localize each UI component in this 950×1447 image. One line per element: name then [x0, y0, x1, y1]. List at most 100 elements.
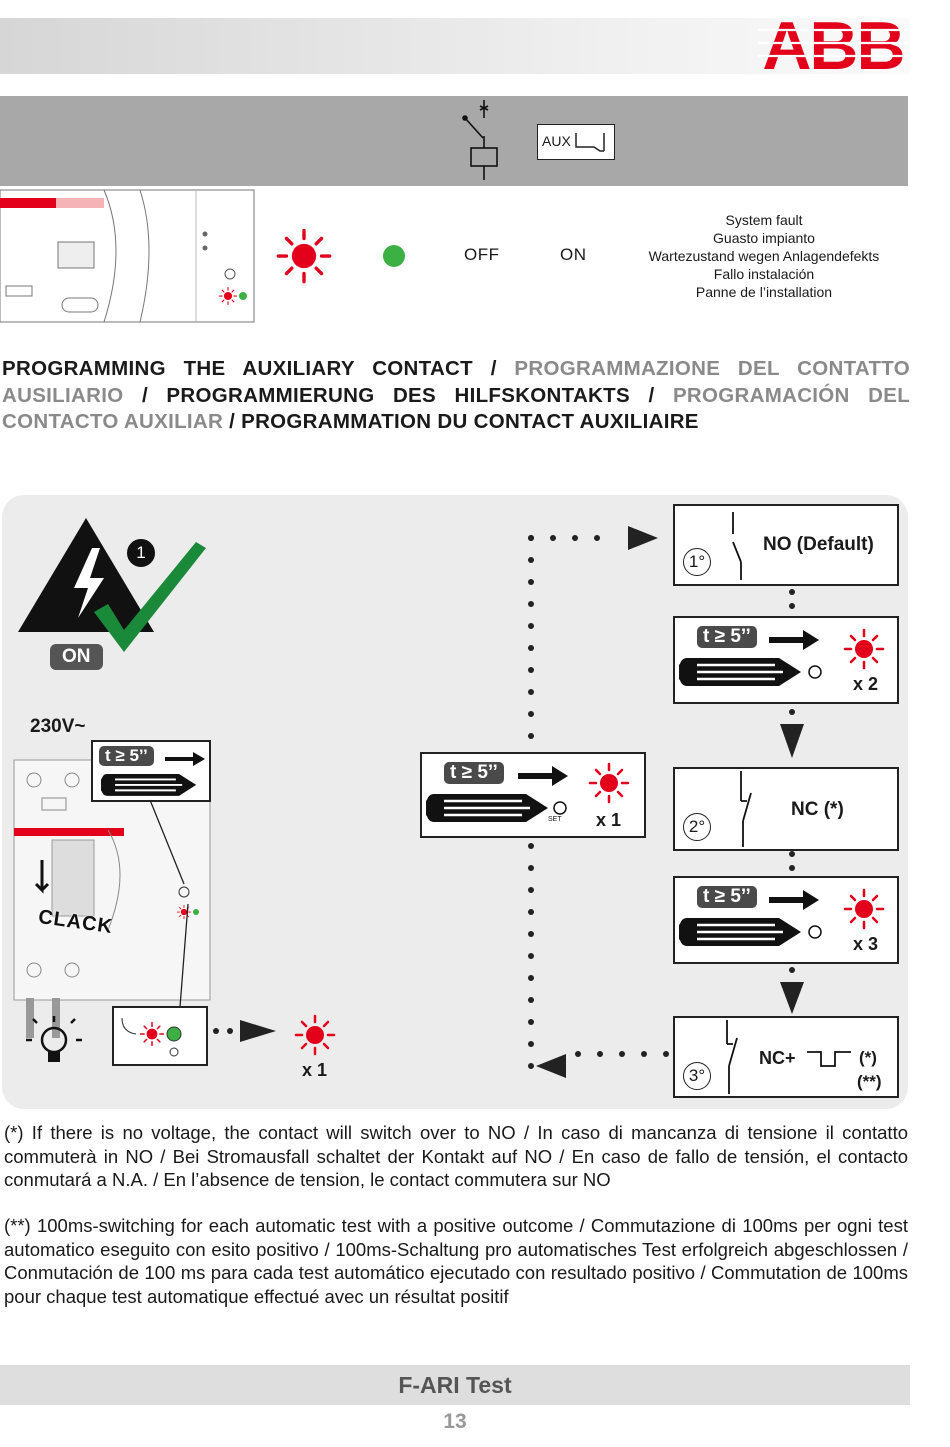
- no-contact-symbol: [732, 512, 742, 580]
- on-badge: ON: [50, 644, 103, 670]
- fault-line-es: Fallo instalación: [713, 266, 815, 282]
- press-time-pill: t ≥ 5’’: [99, 746, 154, 766]
- footer-title: F-ARI Test: [398, 1372, 512, 1398]
- press-time-pill: t ≥ 5’’: [697, 626, 757, 648]
- flow-dot: [528, 711, 534, 717]
- title-separator: /: [229, 410, 236, 433]
- section-title: PROGRAMMING THE AUXILIARY CONTACT / PROG…: [2, 356, 910, 436]
- step-number-badge: 1: [127, 539, 155, 567]
- page-number: 13: [443, 1410, 467, 1433]
- flow-dot: [594, 535, 600, 541]
- red-led-blink-icon: [843, 628, 885, 670]
- flow-dot: [528, 733, 534, 739]
- red-led-blinking-icon: [276, 229, 332, 284]
- title-separator: /: [648, 383, 655, 407]
- flow-dot: [528, 1019, 534, 1025]
- red-led-blink-icon: [843, 888, 885, 930]
- state-number-3: 3°: [683, 1062, 711, 1090]
- flow-dot: [663, 1051, 669, 1057]
- nc-plus-contact-symbol: [726, 1020, 738, 1094]
- state-box-nc-plus: 3° NC+ (*) (**): [673, 1016, 899, 1098]
- state-label-nc: NC (*): [791, 799, 844, 820]
- press-instruction-x3: t ≥ 5’’ x 3: [673, 876, 899, 964]
- nc-contact-symbol: [740, 771, 752, 847]
- system-fault-text: System fault Guasto impianto Wartezustan…: [640, 211, 888, 301]
- green-led-icon: [383, 245, 405, 267]
- flow-dot: [528, 535, 534, 541]
- footnote-100ms: (**) 100ms-switching for each automatic …: [4, 1215, 908, 1307]
- title-en: PROGRAMMING THE AUXILIARY CONTACT: [2, 357, 473, 380]
- blink-count-x1: x 1: [596, 810, 622, 830]
- lamp-icon: [26, 1016, 82, 1062]
- flow-dot: [528, 557, 534, 563]
- flow-dot: [528, 1063, 534, 1069]
- blink-count-x3: x 3: [853, 934, 879, 954]
- leader-lines: [149, 799, 189, 1034]
- title-it: PROGRAMMAZIONE DEL CONTATTO AUSILIARIO: [2, 357, 911, 407]
- dotted-arrow-bottom-left: [213, 1020, 276, 1042]
- warning-voltage-icon: [18, 518, 206, 652]
- flow-dot: [528, 689, 534, 695]
- off-label: OFF: [464, 245, 500, 264]
- flow-dot: [528, 931, 534, 937]
- flow-dot: [528, 667, 534, 673]
- state-label-nc-plus: NC+: [759, 1048, 796, 1068]
- footer-bar: [0, 1365, 910, 1405]
- fault-line-it: Guasto impianto: [713, 230, 815, 246]
- aux-contact-icon: [575, 133, 605, 152]
- flow-dot: [528, 843, 534, 849]
- title-separator: /: [490, 357, 497, 380]
- flow-dot: [528, 909, 534, 915]
- state-number-1: 1°: [683, 548, 711, 576]
- aux-contact-box: AUX: [537, 124, 615, 160]
- flow-dot: [528, 997, 534, 1003]
- pen-icon: [101, 774, 198, 796]
- relay-coil-symbol: [462, 100, 498, 180]
- abb-logo: ABB: [758, 14, 908, 74]
- dotted-flow-path: [528, 526, 669, 1078]
- state-box-nc: 2° NC (*): [673, 767, 899, 851]
- flow-dot: [528, 975, 534, 981]
- flow-dot: [528, 645, 534, 651]
- arrow-icon: [769, 630, 819, 650]
- fault-line-en: System fault: [725, 212, 803, 228]
- flow-dot: [597, 1051, 603, 1057]
- pen-icon: [679, 916, 822, 948]
- title-separator: /: [141, 383, 148, 407]
- flow-dot: [528, 953, 534, 959]
- red-led-blink-icon: [294, 1014, 336, 1056]
- flow-dot: [528, 623, 534, 629]
- state-number-2: 2°: [683, 813, 711, 841]
- blink-count-x2: x 2: [853, 674, 879, 694]
- footnote-no-voltage: (*) If there is no voltage, the contact …: [4, 1122, 908, 1190]
- set-label: SET: [548, 816, 562, 823]
- flow-dot: [572, 535, 578, 541]
- pen-icon: [679, 656, 822, 688]
- led-status-box: [112, 1006, 208, 1066]
- schematic-band: [0, 96, 908, 186]
- header-bar: [0, 18, 910, 74]
- mark-star: (*): [859, 1048, 877, 1067]
- arrow-icon: [518, 766, 568, 786]
- press-time-pill: t ≥ 5’’: [444, 762, 504, 784]
- arrow-icon: [165, 752, 205, 766]
- flow-dot: [528, 601, 534, 607]
- mark-double-star: (**): [857, 1072, 882, 1091]
- on-label: ON: [560, 245, 587, 264]
- fault-line-de: Wartezustand wegen Anlagendefekts: [648, 248, 880, 264]
- press-time-pill: t ≥ 5’’: [697, 886, 757, 908]
- arrow-icon: [769, 890, 819, 910]
- press-instruction-left: t ≥ 5’’: [91, 740, 211, 802]
- flow-dot: [641, 1051, 647, 1057]
- right-connectors: [780, 589, 804, 1014]
- voltage-label: 230V~: [30, 716, 86, 737]
- state-box-no-default: 1° NO (Default): [673, 504, 899, 586]
- device-illustration-top: [0, 189, 255, 323]
- state-label-no: NO (Default): [763, 534, 874, 555]
- title-es: PROGRAMACIÓN DEL CONTACTO AUXILIAR: [2, 383, 911, 434]
- title-fr: PROGRAMMATION DU CONTACT AUXILIAIRE: [241, 410, 699, 433]
- blink-count-x1-bottom: x 1: [302, 1060, 328, 1080]
- flow-dot: [528, 887, 534, 893]
- flow-dot: [619, 1051, 625, 1057]
- title-de: PROGRAMMIERUNG DES HILFSKONTAKTS: [166, 383, 630, 407]
